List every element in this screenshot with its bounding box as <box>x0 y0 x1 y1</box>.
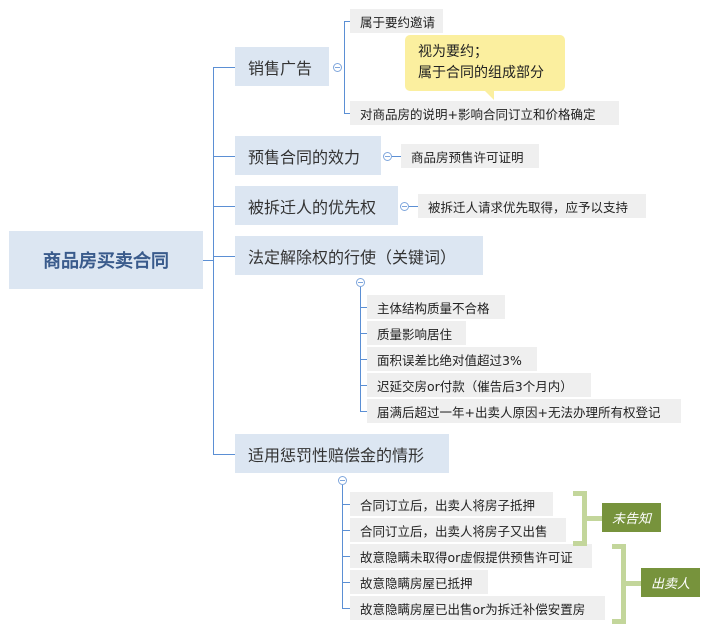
leaf[interactable]: 合同订立后，出卖人将房子抵押 <box>350 492 553 516</box>
connector <box>360 287 361 412</box>
summary-tag[interactable]: 未告知 <box>602 503 661 532</box>
leaf[interactable]: 故意隐瞒房屋已出售or为拆迁补偿安置房 <box>350 596 605 620</box>
leaf[interactable]: 对商品房的说明+影响合同订立和价格确定 <box>350 101 619 125</box>
connector <box>344 21 345 114</box>
leaf[interactable]: 合同订立后，出卖人将房子又出售 <box>350 518 566 542</box>
leaf[interactable]: 质量影响居住 <box>367 321 466 345</box>
connector <box>344 113 350 114</box>
connector <box>213 67 235 68</box>
leaf[interactable]: 主体结构质量不合格 <box>367 295 505 319</box>
connector <box>342 485 343 609</box>
branch-punitive[interactable]: 适用惩罚性赔偿金的情形 <box>235 434 449 473</box>
connector <box>203 260 213 261</box>
branch-termination[interactable]: 法定解除权的行使（关键词） <box>235 236 483 275</box>
root-topic[interactable]: 商品房买卖合同 <box>9 231 203 289</box>
collapse-icon[interactable] <box>356 278 365 287</box>
leaf[interactable]: 故意隐瞒房屋已抵押 <box>350 570 488 594</box>
branch-priority[interactable]: 被拆迁人的优先权 <box>235 186 398 225</box>
leaf[interactable]: 故意隐瞒未取得or虚假提供预售许可证 <box>350 544 592 568</box>
connector <box>213 67 214 455</box>
branch-presale[interactable]: 预售合同的效力 <box>235 136 381 175</box>
leaf[interactable]: 届满后超过一年+出卖人原因+无法办理所有权登记 <box>367 399 681 423</box>
leaf[interactable]: 面积误差比绝对值超过3% <box>367 347 537 371</box>
summary-bracket <box>612 544 626 624</box>
connector <box>213 156 235 157</box>
leaf[interactable]: 商品房预售许可证明 <box>401 144 539 168</box>
collapse-icon[interactable] <box>383 152 392 161</box>
bracket-stem <box>626 581 641 586</box>
callout-line: 视为要约； <box>418 44 488 60</box>
connector <box>409 206 418 207</box>
callout-note: 视为要约； 属于合同的组成部分 <box>405 35 565 100</box>
leaf[interactable]: 属于要约邀请 <box>350 9 443 33</box>
summary-bracket <box>573 491 587 546</box>
collapse-icon[interactable] <box>338 476 347 485</box>
connector <box>213 206 235 207</box>
leaf[interactable]: 被拆迁人请求优先取得，应予以支持 <box>418 194 646 218</box>
leaf[interactable]: 迟延交房or付款（催告后3个月内） <box>367 373 591 397</box>
connector <box>392 156 401 157</box>
bracket-stem <box>587 516 602 521</box>
callout-line: 属于合同的组成部分 <box>418 65 544 81</box>
collapse-icon[interactable] <box>333 63 342 72</box>
branch-sales-ad[interactable]: 销售广告 <box>235 47 329 86</box>
connector <box>213 256 235 257</box>
connector <box>213 454 235 455</box>
summary-tag[interactable]: 出卖人 <box>641 568 700 597</box>
collapse-icon[interactable] <box>400 202 409 211</box>
connector <box>344 21 350 22</box>
